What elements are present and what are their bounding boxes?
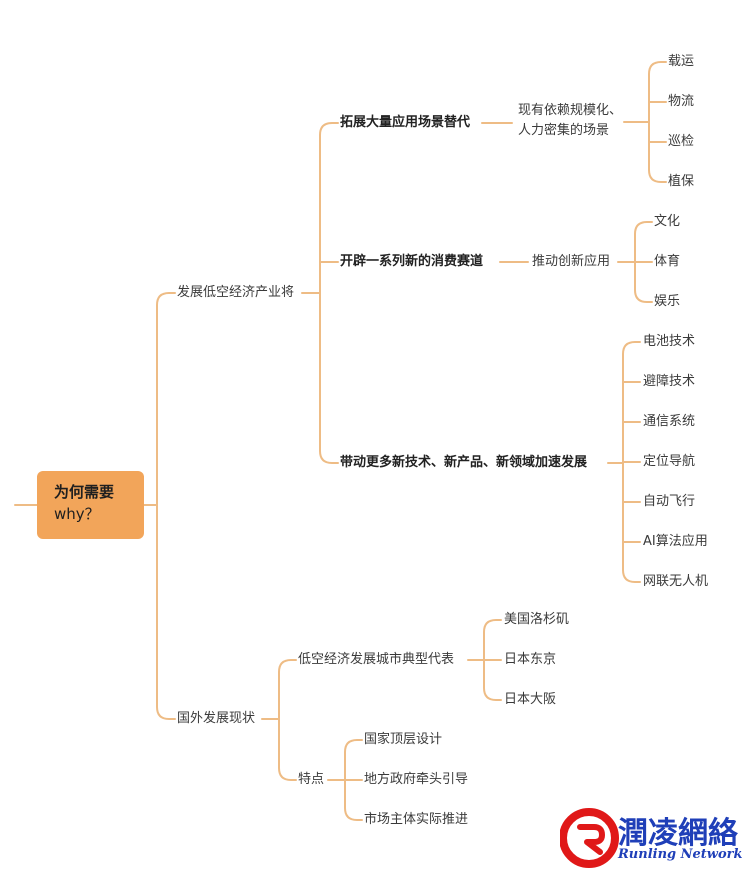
leaf-item[interactable]: 地方政府牵头引导 <box>364 772 469 787</box>
leaf-item[interactable]: 电池技术 <box>643 334 696 349</box>
leaf-item[interactable]: 体育 <box>654 254 681 269</box>
node-b1-sub2-note[interactable]: 推动创新应用 <box>532 254 611 269</box>
leaf-item[interactable]: 自动飞行 <box>643 494 696 509</box>
leaf-item[interactable]: AI算法应用 <box>643 534 708 549</box>
leaf-item[interactable]: 巡检 <box>668 134 695 149</box>
node-b2-sub1[interactable]: 低空经济发展城市典型代表 <box>298 652 455 667</box>
root-subtitle: why？ <box>54 505 100 523</box>
leaf-item[interactable]: 植保 <box>668 174 695 189</box>
leaf-item[interactable]: 避障技术 <box>643 374 696 389</box>
node-b1-sub1[interactable]: 拓展大量应用场景替代 <box>340 115 471 130</box>
node-b1-sub1-note-line2: 人力密集的场景 <box>518 123 610 138</box>
node-b1-sub2[interactable]: 开辟一系列新的消费赛道 <box>340 254 484 269</box>
leaf-item[interactable]: 美国洛杉矶 <box>504 612 570 627</box>
leaf-item[interactable]: 娱乐 <box>654 294 681 309</box>
logo-text-en: Runling Network <box>618 847 743 862</box>
node-b2-sub2[interactable]: 特点 <box>298 772 325 787</box>
runling-logo-icon <box>560 808 619 868</box>
root-node[interactable]: 为何需要 why？ <box>37 471 144 539</box>
root-title: 为何需要 <box>54 483 115 501</box>
node-branch1[interactable]: 发展低空经济产业将 <box>177 285 295 300</box>
leaf-item[interactable]: 通信系统 <box>643 414 696 429</box>
leaf-item[interactable]: 定位导航 <box>643 454 696 469</box>
leaf-item[interactable]: 日本东京 <box>504 652 557 667</box>
node-b1-sub3[interactable]: 带动更多新技术、新产品、新领域加速发展 <box>340 455 588 470</box>
node-b1-sub1-note-line1: 现有依赖规模化、 <box>518 103 623 118</box>
leaf-item[interactable]: 国家顶层设计 <box>364 732 443 747</box>
node-branch2[interactable]: 国外发展现状 <box>177 711 256 726</box>
leaf-item[interactable]: 市场主体实际推进 <box>364 812 469 827</box>
logo-text-cn: 潤凌網絡 <box>618 816 738 851</box>
leaf-item[interactable]: 载运 <box>668 54 695 69</box>
leaf-item[interactable]: 日本大阪 <box>504 692 557 707</box>
leaf-item[interactable]: 网联无人机 <box>643 574 709 589</box>
leaf-item[interactable]: 文化 <box>654 214 681 229</box>
leaf-item[interactable]: 物流 <box>668 94 695 109</box>
